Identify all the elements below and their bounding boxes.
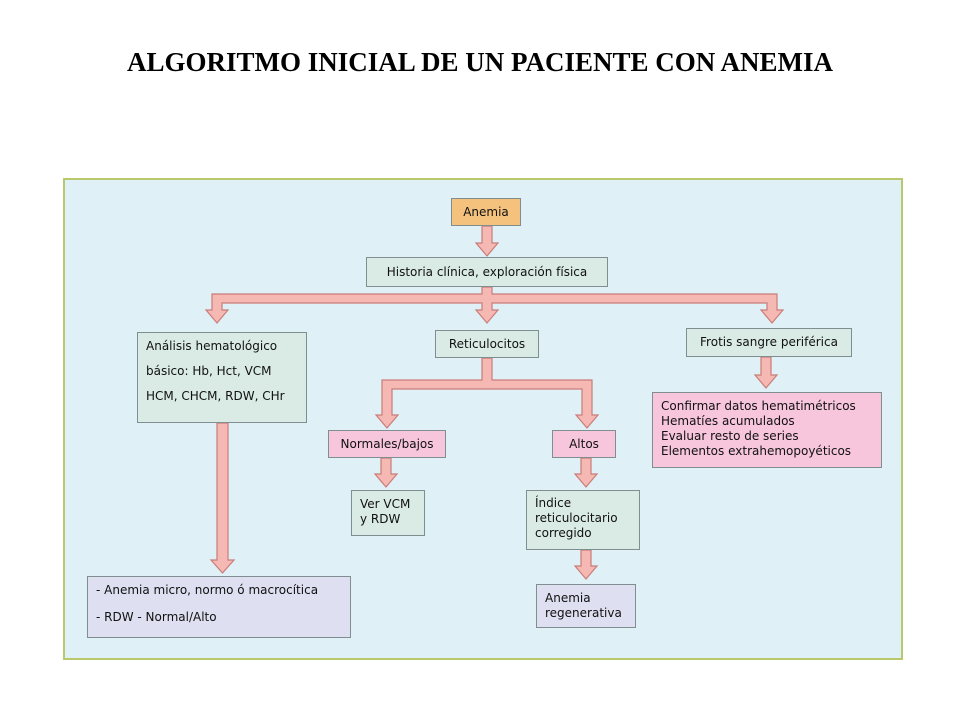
node-confirmar: Confirmar datos hematimétricos Hematíes … — [652, 392, 882, 468]
arrow-frotis-confirmar — [753, 356, 779, 389]
node-altos-label: Altos — [569, 437, 599, 451]
arrow-reticulocitos-split — [374, 357, 600, 429]
node-analisis-line: Análisis hematológico — [146, 339, 278, 353]
node-indice: Índice reticulocitario corregido — [526, 490, 640, 550]
node-frotis: Frotis sangre periférica — [686, 328, 852, 357]
node-anemia-micro: - Anemia micro, normo ó macrocítica - RD… — [87, 576, 351, 638]
node-confirmar-line: Hematíes acumulados — [661, 414, 795, 428]
node-reticulocitos-label: Reticulocitos — [448, 337, 526, 351]
node-confirmar-line: Confirmar datos hematimétricos — [661, 399, 856, 413]
node-anemia-micro-line: - Anemia micro, normo ó macrocítica — [96, 583, 319, 597]
page-title: ALGORITMO INICIAL DE UN PACIENTE CON ANE… — [126, 47, 834, 77]
node-reticulocitos: Reticulocitos — [435, 330, 539, 358]
node-anemia-micro-line: - RDW - Normal/Alto — [96, 610, 217, 624]
arrow-historia-branches — [204, 286, 785, 324]
node-normales: Normales/bajos — [328, 430, 446, 458]
node-anemia-regenerativa-line: regenerativa — [545, 606, 622, 620]
node-anemia-label: Anemia — [463, 205, 509, 219]
node-analisis-line: HCM, CHCM, RDW, CHr — [146, 389, 285, 403]
node-historia: Historia clínica, exploración física — [366, 257, 608, 287]
node-anemia-regenerativa-line: Anemia — [545, 591, 591, 605]
node-confirmar-line: Elementos extrahemopoyéticos — [661, 444, 852, 458]
node-altos: Altos — [552, 430, 616, 458]
arrow-indice-regenerativa — [573, 549, 599, 580]
node-anemia-regenerativa: Anemia regenerativa — [536, 584, 636, 628]
arrow-anemia-historia — [474, 225, 500, 257]
node-ver-vcm-line: Ver VCM — [360, 497, 411, 511]
arrow-normales-vervcm — [373, 457, 399, 488]
node-normales-label: Normales/bajos — [340, 437, 434, 451]
flowchart: Anemia Historia clínica, exploración fís… — [63, 178, 903, 660]
node-indice-line: reticulocitario — [535, 511, 618, 525]
node-historia-label: Historia clínica, exploración física — [386, 265, 588, 279]
arrow-altos-indice — [573, 457, 599, 488]
node-frotis-label: Frotis sangre periférica — [700, 335, 838, 349]
node-analisis: Análisis hematológico básico: Hb, Hct, V… — [137, 332, 307, 423]
node-indice-line: corregido — [535, 526, 592, 540]
arrow-analisis-micro — [209, 422, 236, 574]
node-indice-line: Índice — [535, 496, 572, 510]
node-ver-vcm-line: y RDW — [360, 512, 401, 526]
node-confirmar-line: Evaluar resto de series — [661, 429, 799, 443]
node-anemia: Anemia — [451, 198, 521, 226]
connector-arrows — [204, 225, 785, 580]
node-analisis-line: básico: Hb, Hct, VCM — [146, 364, 272, 378]
node-ver-vcm: Ver VCM y RDW — [351, 490, 425, 536]
